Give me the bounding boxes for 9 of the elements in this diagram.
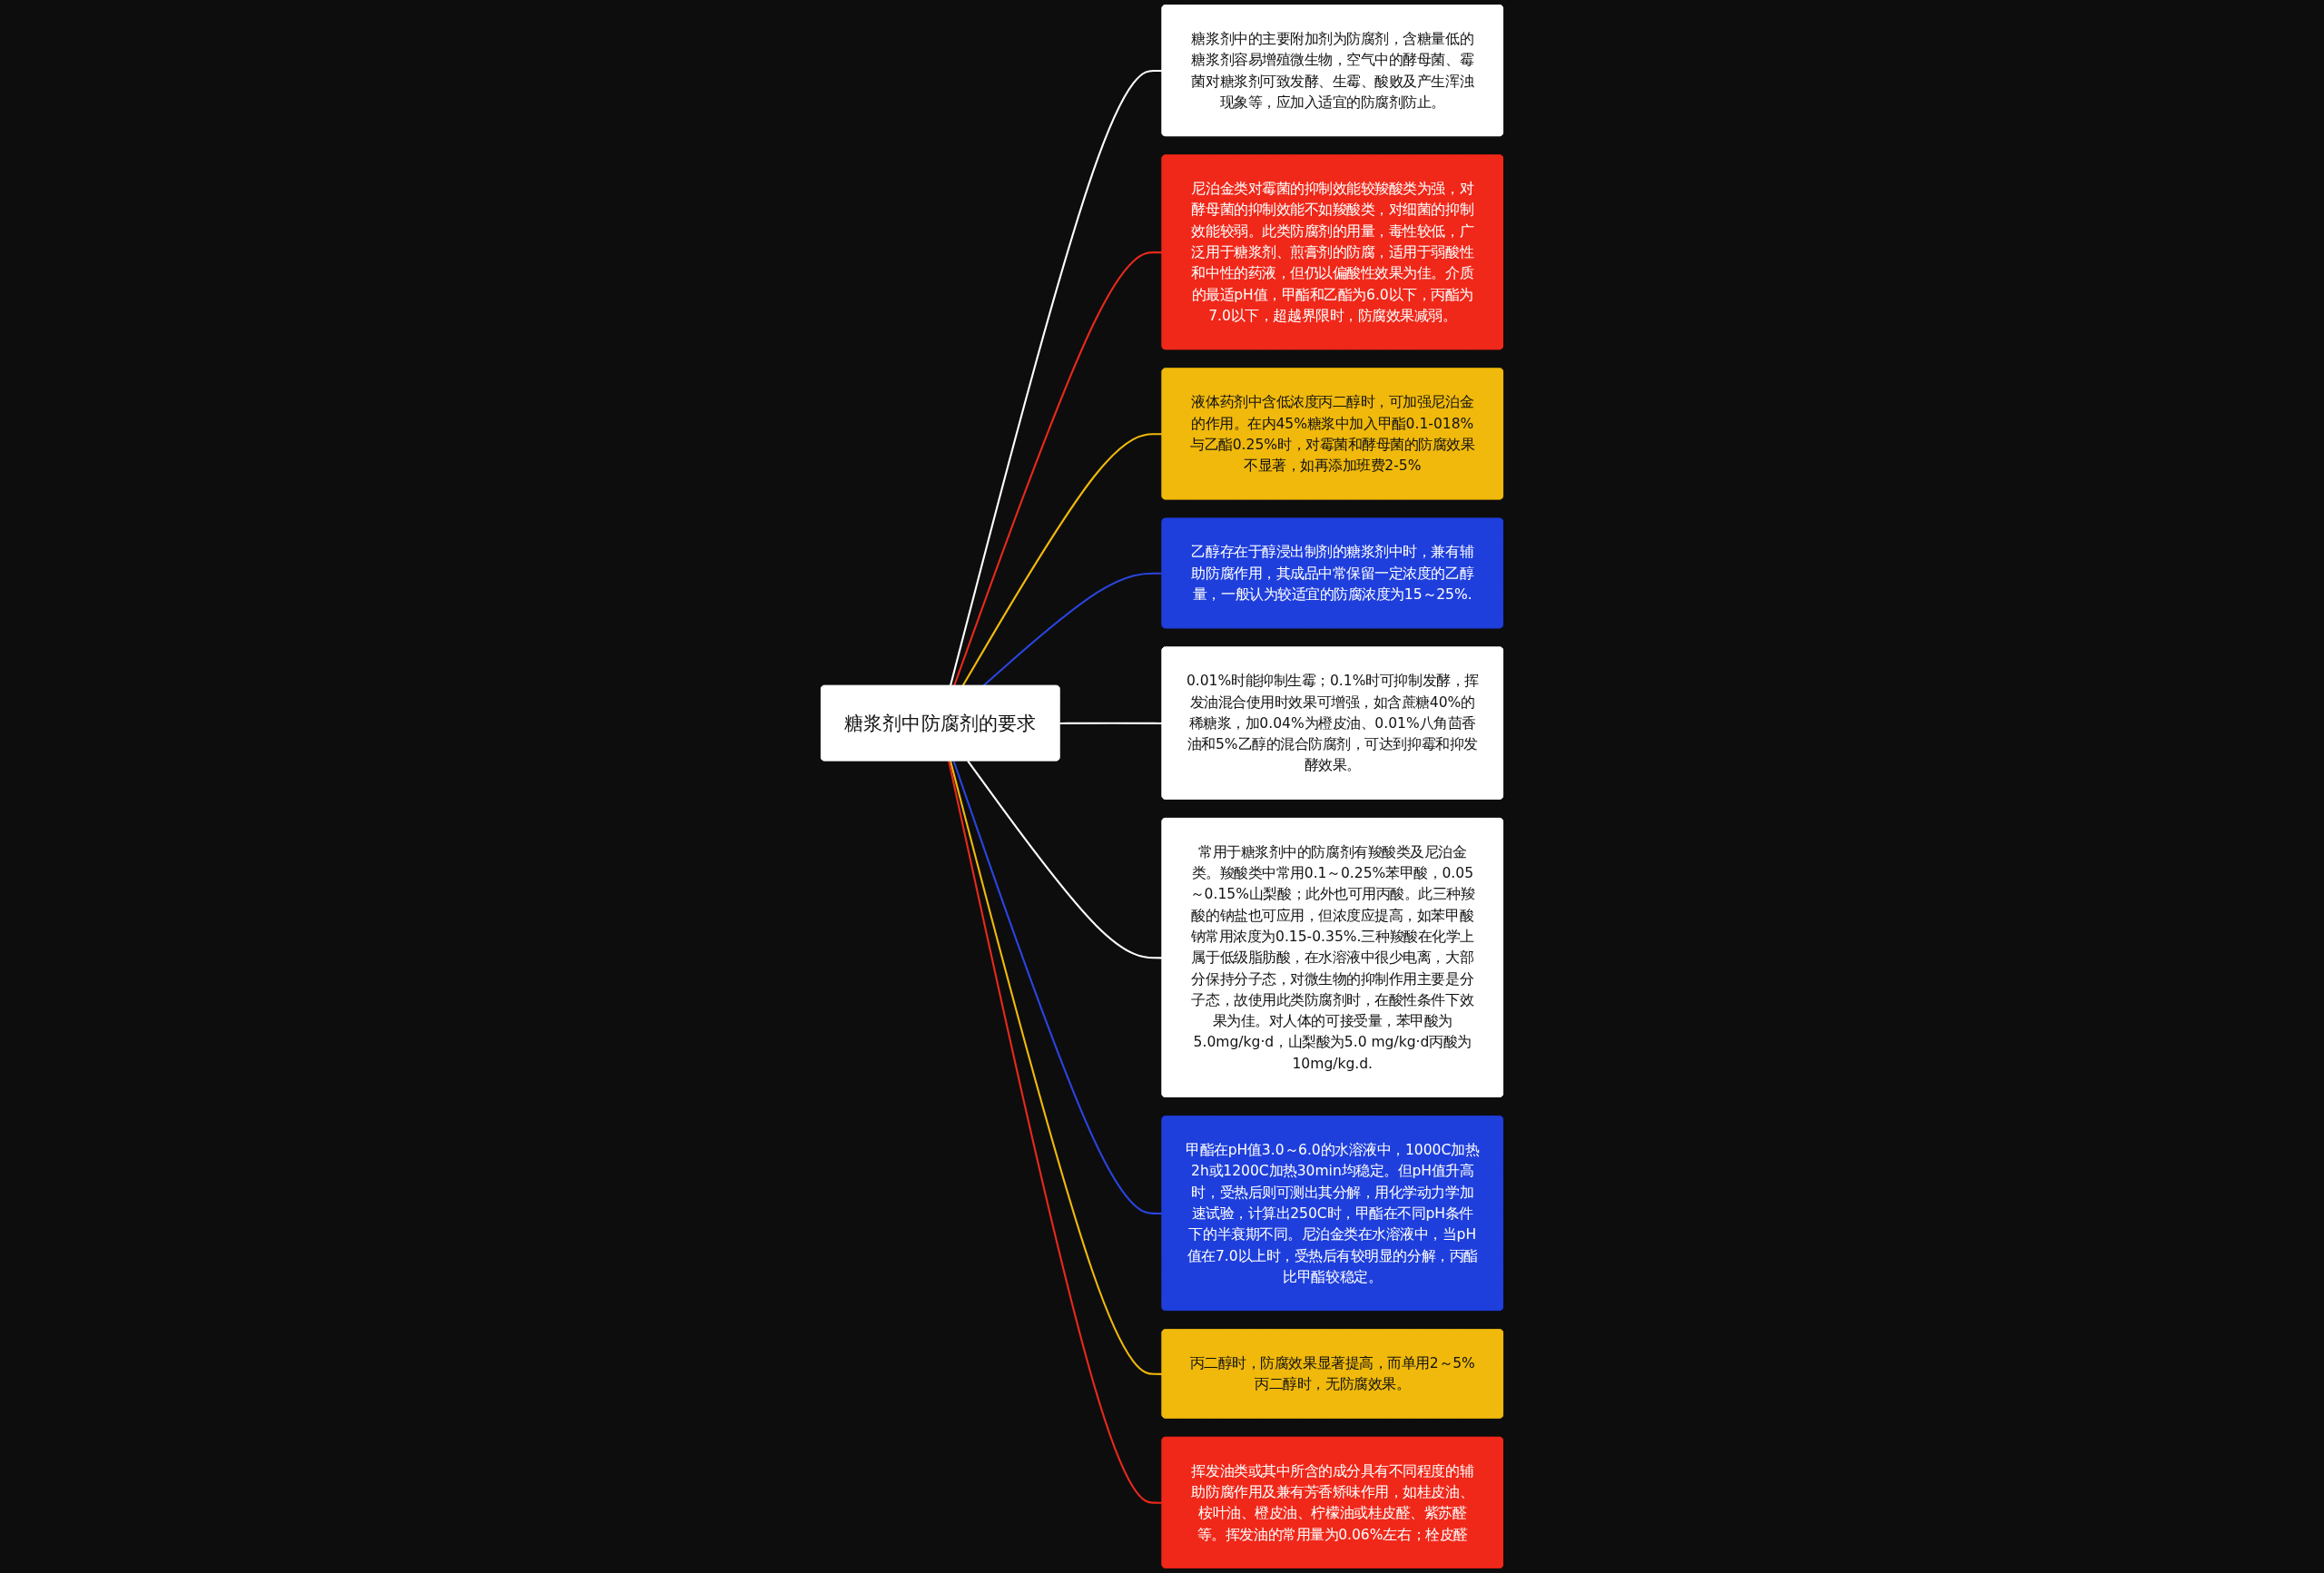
connector: [961, 433, 1163, 687]
connector: [949, 69, 1163, 686]
connector: [953, 251, 1163, 687]
connector: [967, 760, 1163, 959]
connector: [952, 760, 1163, 1215]
connector: [1059, 722, 1163, 725]
connector: [949, 761, 1163, 1375]
connector: [948, 761, 1163, 1504]
connector: [982, 572, 1163, 687]
